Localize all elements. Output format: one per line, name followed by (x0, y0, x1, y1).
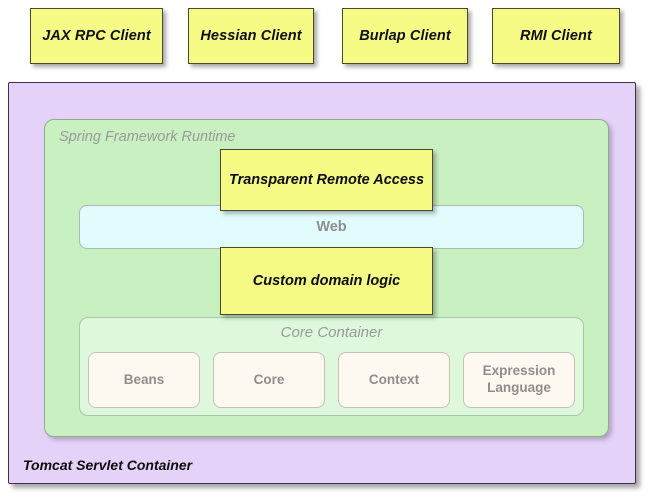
client-label: Burlap Client (359, 28, 451, 44)
client-label: Hessian Client (200, 28, 302, 44)
client-label: JAX RPC Client (42, 28, 151, 44)
highlight-box-custom-domain-logic[interactable]: Custom domain logic (220, 247, 433, 315)
client-label: RMI Client (520, 28, 592, 44)
module-label: Beans (123, 371, 165, 387)
module-box-core[interactable]: Core (213, 352, 325, 408)
web-layer-band: Web (79, 205, 584, 249)
client-row: JAX RPC Client Hessian Client Burlap Cli… (0, 8, 646, 66)
client-box-burlap[interactable]: Burlap Client (342, 8, 468, 64)
client-box-rmi[interactable]: RMI Client (492, 8, 620, 64)
core-container: Core Container Beans Core Context Expres… (79, 317, 584, 416)
core-container-modules: Beans Core Context Expression Language (88, 352, 575, 408)
module-label: Context (368, 371, 420, 387)
highlight-label: Transparent Remote Access (228, 172, 425, 188)
module-box-beans[interactable]: Beans (88, 352, 200, 408)
highlight-box-transparent-remote-access[interactable]: Transparent Remote Access (220, 149, 433, 211)
module-label: Expression Language (482, 363, 556, 395)
client-box-jax-rpc[interactable]: JAX RPC Client (30, 8, 163, 64)
tomcat-servlet-container-label: Tomcat Servlet Container (23, 457, 193, 473)
module-label: Core (253, 371, 285, 387)
client-box-hessian[interactable]: Hessian Client (188, 8, 314, 64)
highlight-label: Custom domain logic (252, 273, 401, 289)
spring-framework-runtime-label: Spring Framework Runtime (59, 129, 236, 145)
module-box-context[interactable]: Context (338, 352, 450, 408)
web-layer-label: Web (316, 219, 347, 235)
core-container-label: Core Container (280, 324, 383, 341)
module-box-expression-language[interactable]: Expression Language (463, 352, 575, 408)
